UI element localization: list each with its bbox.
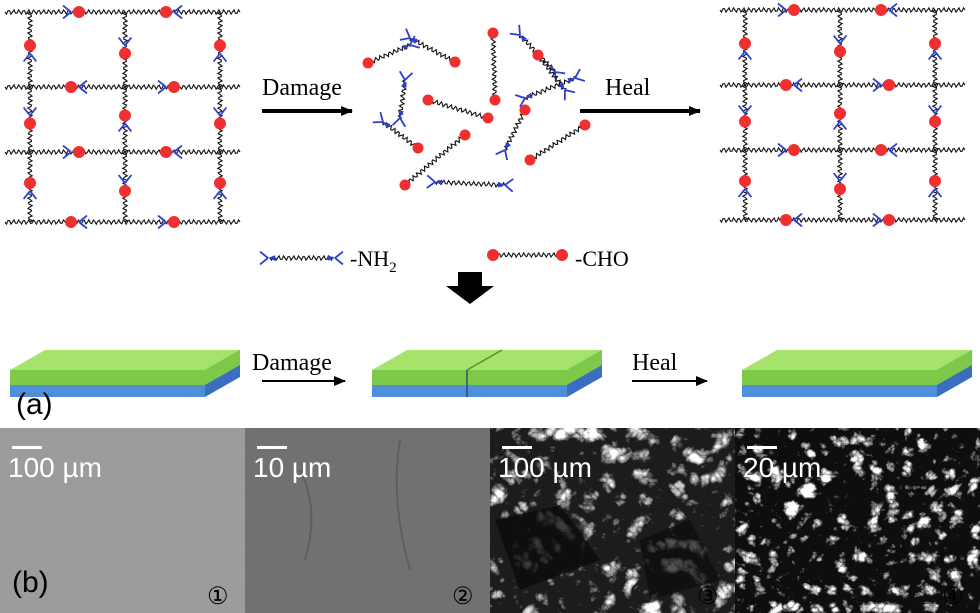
scale-label: 100 µm (498, 452, 592, 483)
panel-number: ④ (942, 584, 964, 610)
panel-number: ② (452, 584, 474, 610)
amine-chain-legend-icon (259, 250, 344, 266)
aldehyde-chain-legend-icon (487, 249, 568, 261)
aldehyde-legend-label: -CHO (575, 246, 629, 271)
healed-film (742, 350, 972, 397)
sem-panel-3 (490, 428, 735, 613)
scale-label: 10 µm (253, 452, 331, 483)
scale-label: 100 µm (8, 452, 102, 483)
film-heal-label: Heal (632, 350, 678, 376)
broken-chain-fragments (362, 24, 591, 193)
panel-number: ① (207, 584, 229, 610)
intact-film (10, 350, 240, 397)
heal-label: Heal (605, 75, 651, 101)
scale-bar (257, 446, 287, 449)
scale-bar (12, 446, 42, 449)
cut-film (372, 349, 602, 397)
scale-bar (502, 446, 532, 449)
scale-label: 20 µm (743, 452, 821, 483)
panel-b-label: (b) (12, 566, 49, 599)
amine-legend-label: -NH2 (350, 246, 397, 276)
scale-bar (747, 446, 777, 449)
sem-panel-2 (245, 428, 490, 613)
sem-panel-1 (0, 428, 245, 613)
film-damage-label: Damage (252, 350, 332, 376)
panel-a-label: (a) (16, 388, 53, 421)
sem-panel-4 (735, 428, 980, 613)
damage-label: Damage (262, 75, 342, 101)
healed-network (719, 2, 966, 228)
intact-network (4, 4, 241, 230)
down-arrow (446, 272, 494, 304)
panel-number: ③ (697, 584, 719, 610)
